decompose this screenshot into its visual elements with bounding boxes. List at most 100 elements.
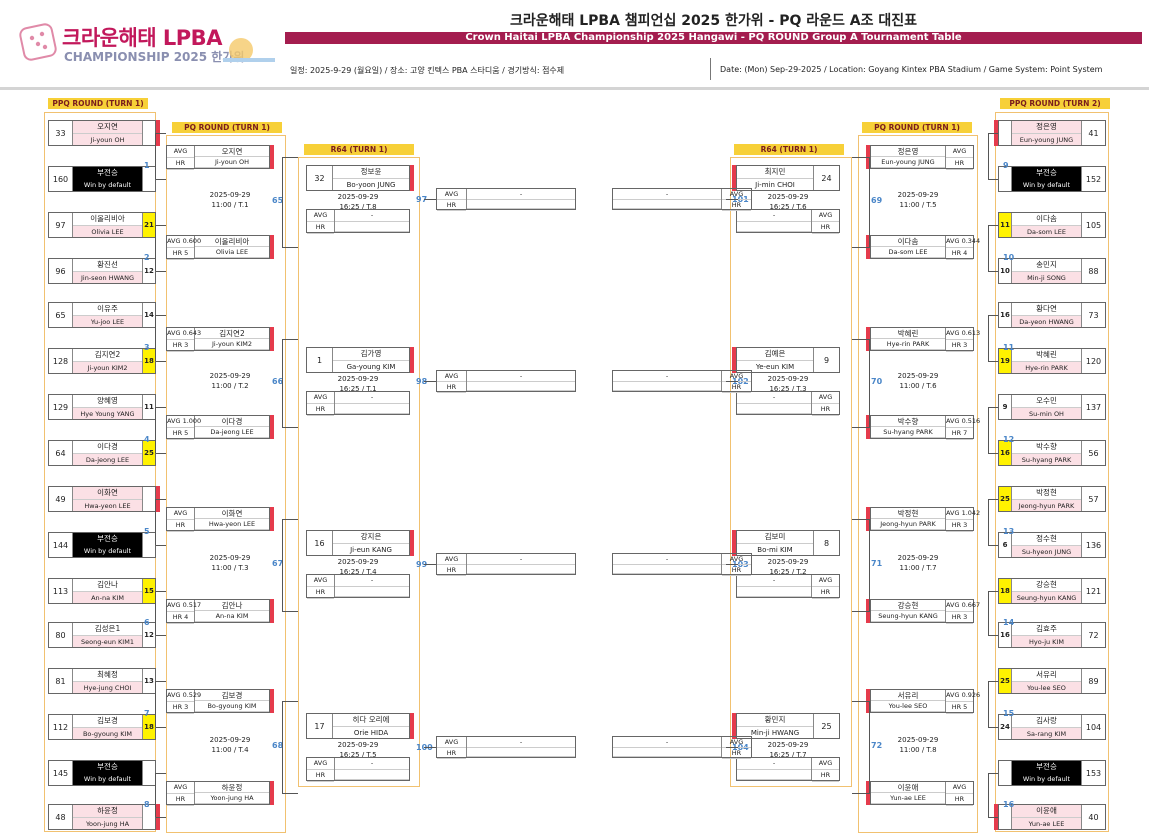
pq-avg: AVG 0.344 — [946, 236, 980, 248]
r32-hr: HR — [437, 565, 466, 576]
player-score: 9 — [999, 395, 1012, 419]
pq-match-time: 11:00 / T.3 — [211, 564, 249, 572]
pq-avg: AVG 1.000 — [167, 416, 201, 428]
pq-hr: HR 3 — [946, 520, 973, 532]
r64-qualifier-empty — [335, 770, 409, 780]
r64-qualifier-placeholder: - — [335, 575, 409, 587]
r64-name-korean: 히다 오리에 — [333, 714, 409, 727]
r64-qualifier-name: - — [737, 210, 811, 232]
r64-avg: AVG — [307, 575, 334, 587]
player-name-english: Eun-young JUNG — [1012, 133, 1081, 145]
r64-marker — [732, 713, 736, 739]
player-name-english: Win by default — [73, 773, 142, 785]
bracket-connector-line — [156, 315, 166, 316]
r64-marker — [732, 165, 736, 191]
player-name-korean: 이화연 — [73, 487, 142, 500]
player-name-english: You-lee SEO — [1012, 681, 1081, 693]
bracket-connector-line — [156, 407, 166, 408]
r32-placeholder: - — [613, 371, 721, 382]
ppq-match-number: 15 — [1003, 709, 1015, 718]
player-seed: 64 — [49, 441, 73, 465]
r64-hr: HR — [812, 404, 839, 416]
player-score — [142, 533, 155, 557]
player-name-korean: 김보경 — [73, 715, 142, 728]
